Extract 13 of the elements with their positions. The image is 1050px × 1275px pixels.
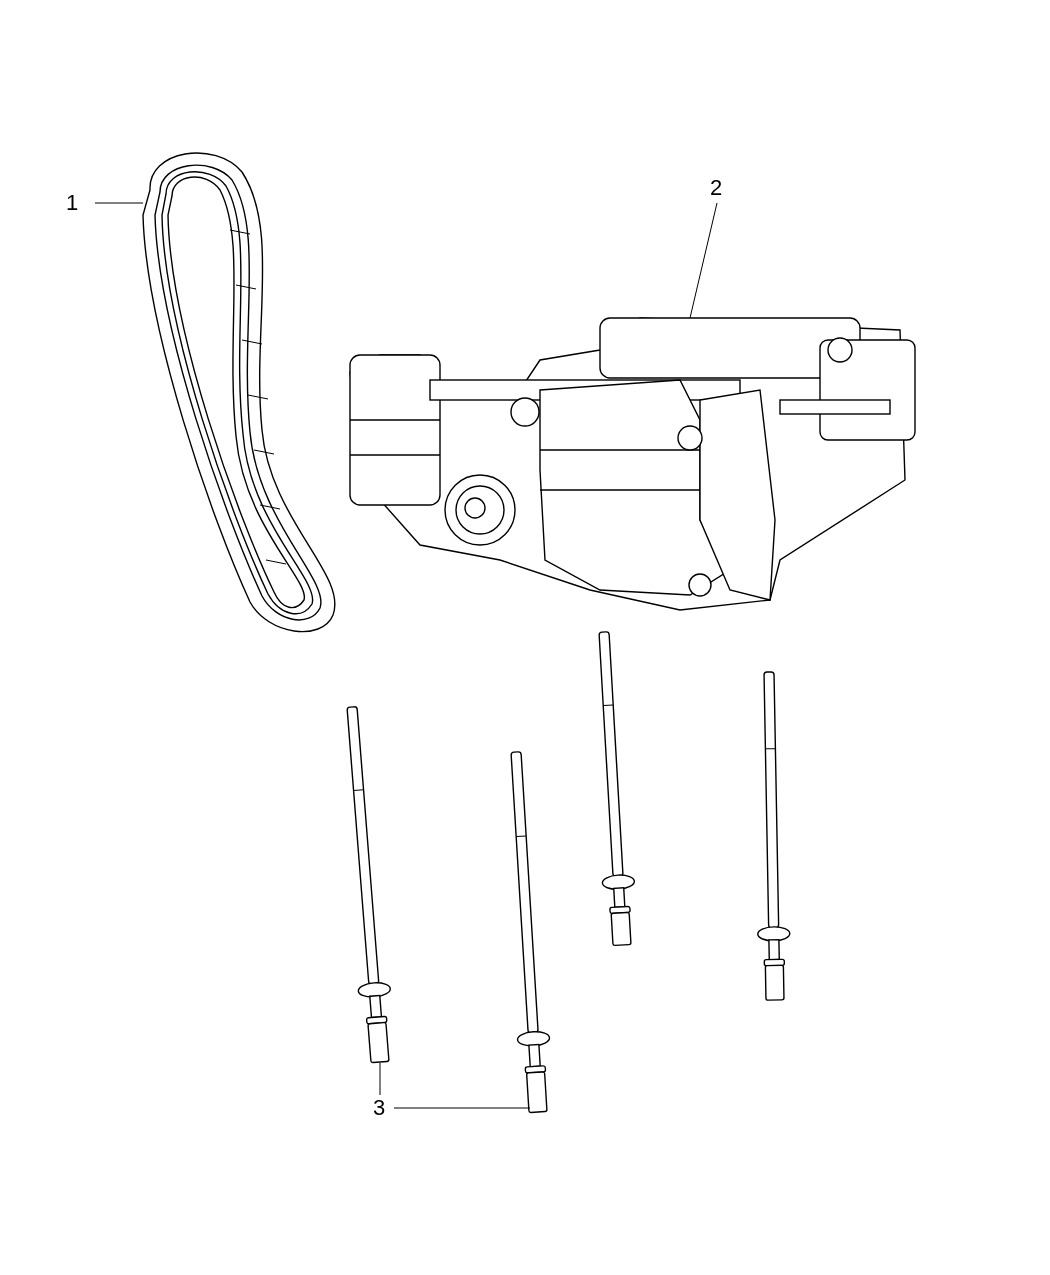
drive-belt-drawing [142, 152, 336, 633]
bolt-drawing [510, 751, 551, 1114]
leader-line [393, 1107, 531, 1109]
bolt-drawing [757, 671, 791, 1001]
callout-number: 2 [710, 177, 723, 199]
bolt-drawing [346, 705, 391, 1064]
balance-shaft-assembly-drawing [349, 317, 916, 611]
leader-line [94, 202, 144, 204]
callout-number: 1 [66, 192, 79, 214]
leader-line [689, 202, 718, 319]
bolt-drawing [598, 631, 636, 947]
callout-number: 3 [373, 1097, 386, 1119]
leader-line [379, 1062, 381, 1096]
